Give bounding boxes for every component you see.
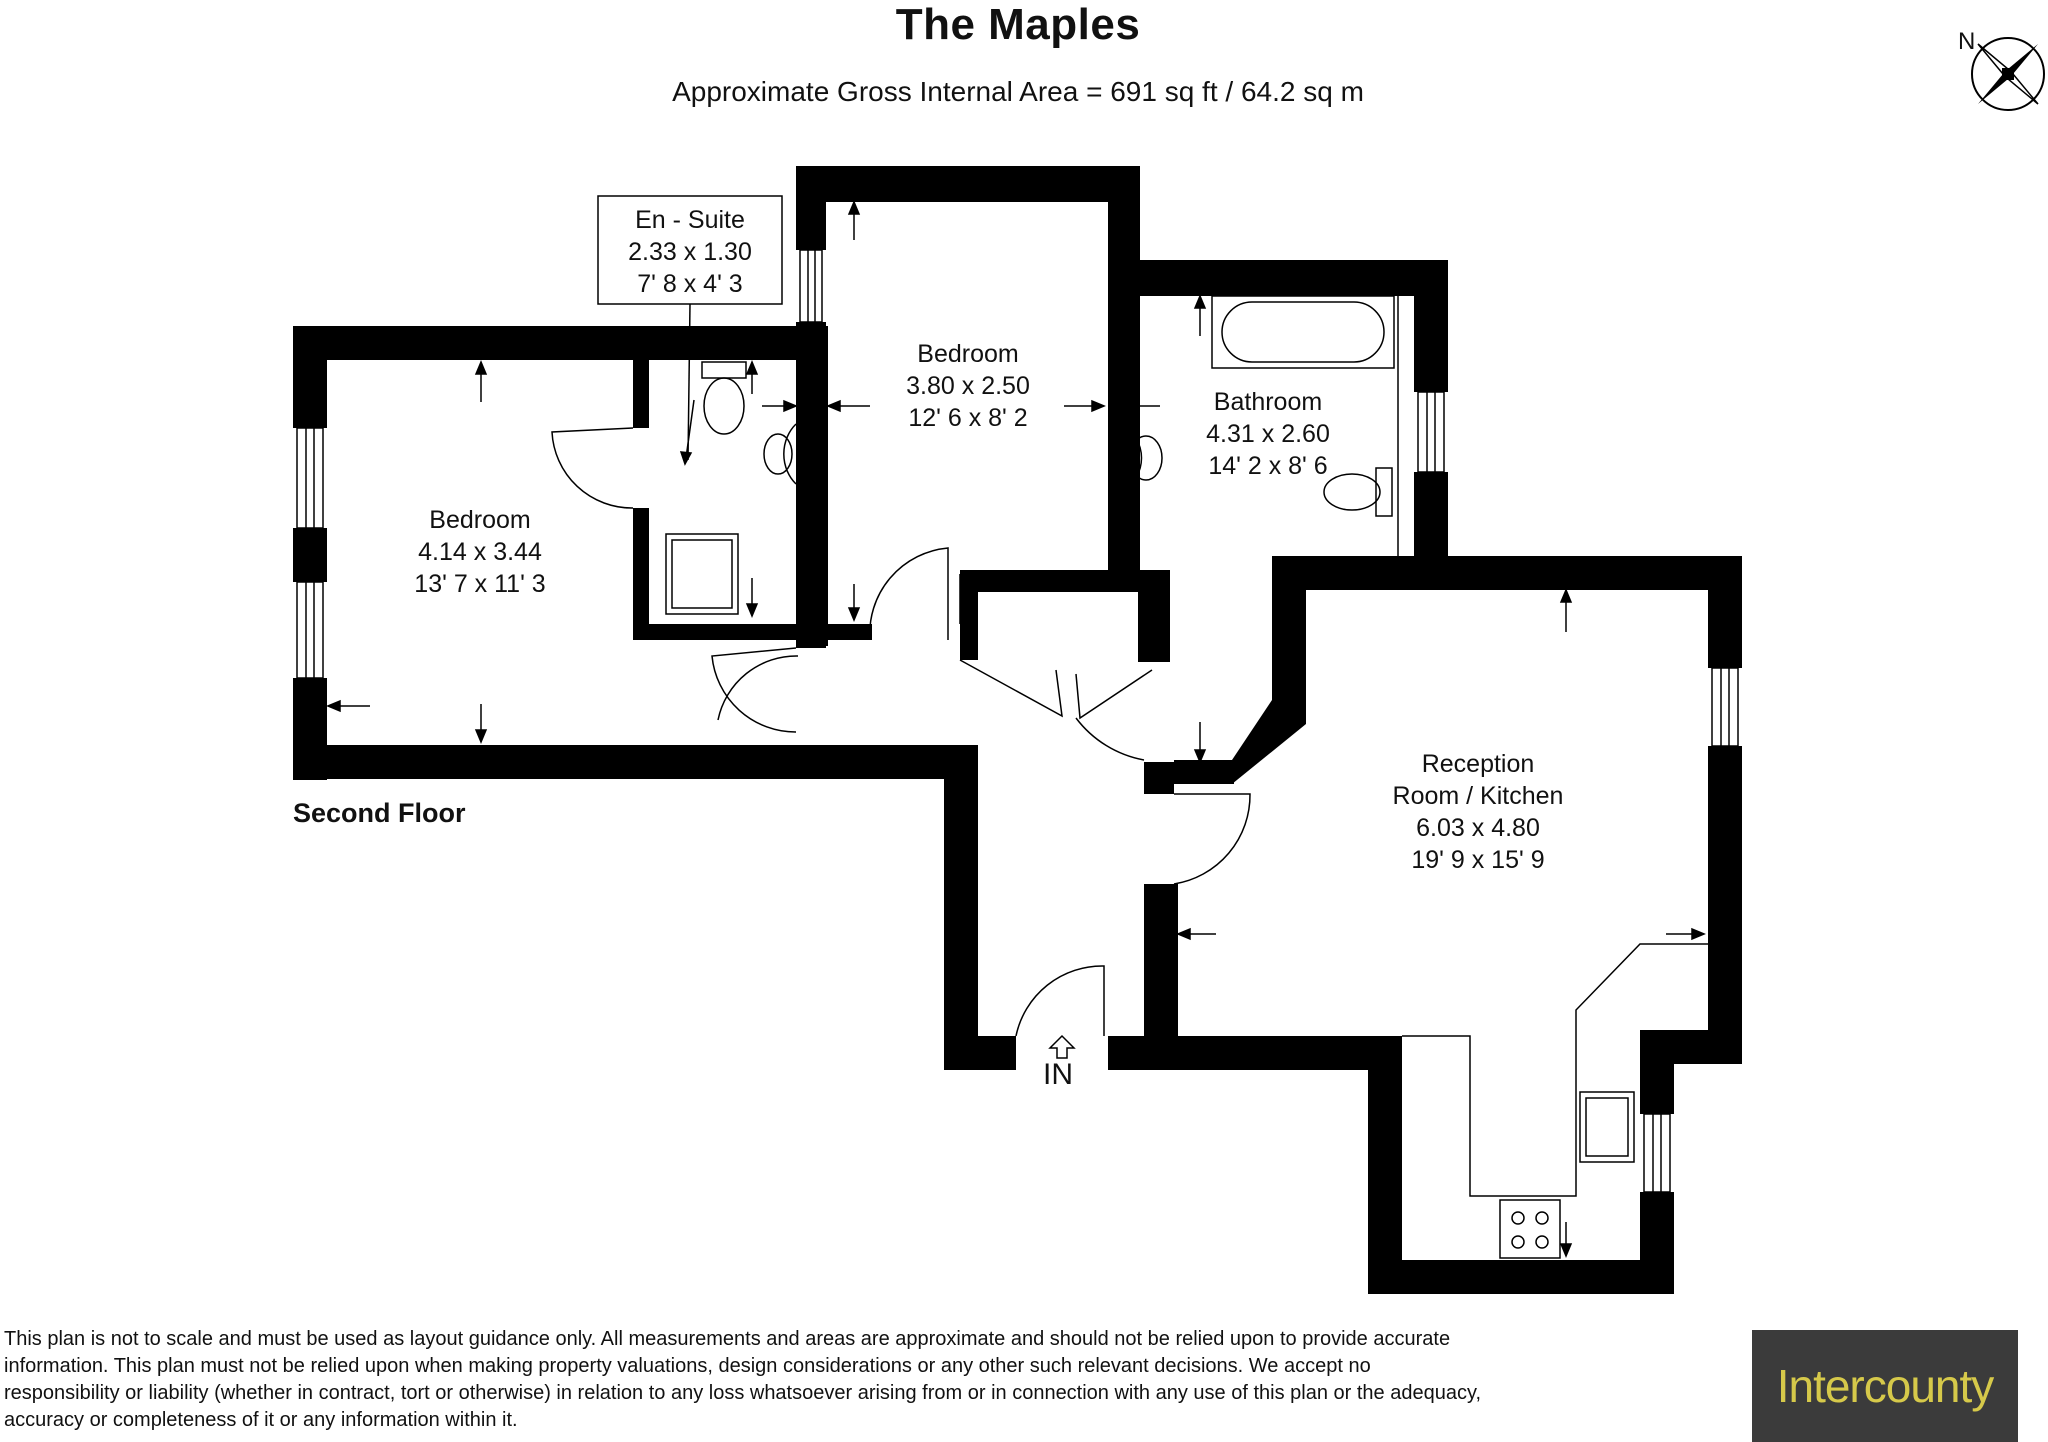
- room-size-metric: 4.14 x 3.44: [418, 538, 542, 566]
- basin-icon: [1123, 425, 1143, 491]
- intercounty-logo: Intercounty: [1752, 1330, 2018, 1442]
- room-size-imperial: 12' 6 x 8' 2: [908, 404, 1028, 432]
- doors: [551, 427, 1251, 1037]
- room-size-imperial: 14' 2 x 8' 6: [1208, 452, 1328, 480]
- room-name-line2: Room / Kitchen: [1392, 782, 1564, 810]
- room-size-imperial: 13' 7 x 11' 3: [414, 570, 546, 598]
- toilet-icon: [701, 361, 747, 379]
- compass-icon: [1971, 37, 2045, 111]
- walls: [293, 166, 1742, 1294]
- kitchen-counter: [1402, 943, 1708, 1197]
- entrance-arrow-icon: [1048, 1034, 1076, 1059]
- logo-text: Intercounty: [1776, 1360, 1995, 1412]
- room-size-imperial: 7' 8 x 4' 3: [637, 270, 743, 298]
- fixtures: [597, 195, 1708, 1259]
- windows: [296, 249, 1739, 1193]
- room-label-bathroom: Bathroom 4.31 x 2.60 14' 2 x 8' 6: [1148, 386, 1388, 482]
- room-size-imperial: 19' 9 x 15' 9: [1411, 846, 1545, 874]
- room-size-metric: 3.80 x 2.50: [906, 372, 1030, 400]
- room-name: Bedroom: [429, 506, 531, 534]
- room-label-ensuite: En - Suite 2.33 x 1.30 7' 8 x 4' 3: [598, 204, 782, 300]
- room-size-metric: 4.31 x 2.60: [1206, 420, 1330, 448]
- gross-area: Approximate Gross Internal Area = 691 sq…: [672, 76, 1364, 107]
- room-size-metric: 6.03 x 4.80: [1416, 814, 1540, 842]
- disclaimer-text: This plan is not to scale and must be us…: [4, 1328, 1482, 1431]
- room-name: En - Suite: [635, 206, 745, 234]
- dimension-arrows: [326, 200, 1706, 1258]
- room-label-bedroom-left: Bedroom 4.14 x 3.44 13' 7 x 11' 3: [360, 504, 600, 600]
- basin-icon: [783, 423, 797, 485]
- compass-north-label: N: [1958, 28, 1976, 55]
- room-name: Bathroom: [1213, 388, 1323, 416]
- room-size-metric: 2.33 x 1.30: [628, 238, 752, 266]
- floor-label: Second Floor: [293, 798, 466, 828]
- room-label-reception: Reception Room / Kitchen 6.03 x 4.80 19'…: [1358, 748, 1598, 876]
- room-name: Reception: [1421, 750, 1535, 778]
- plan-title: The Maples: [895, 0, 1141, 49]
- shower-icon: [665, 533, 739, 615]
- bath-icon: [1211, 295, 1395, 369]
- room-label-bedroom-centre: Bedroom 3.80 x 2.50 12' 6 x 8' 2: [848, 338, 1088, 434]
- toilet-icon: [1375, 467, 1393, 517]
- room-name: Bedroom: [917, 340, 1019, 368]
- entrance-label: IN: [1043, 1058, 1073, 1091]
- sink-icon: [1579, 1091, 1635, 1163]
- hob-icon: [1499, 1199, 1561, 1259]
